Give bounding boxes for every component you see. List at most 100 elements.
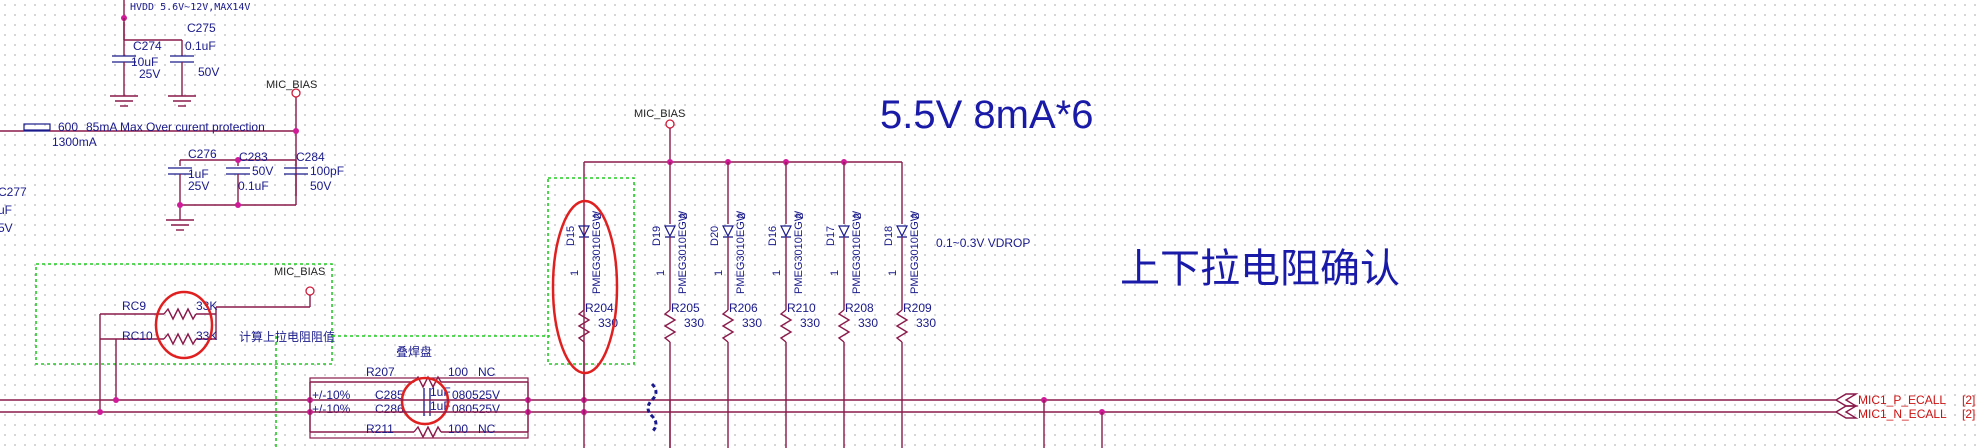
diode-part: PMEG3010EGW <box>677 210 689 294</box>
resistor-ref: R205 <box>671 301 700 315</box>
resistor-symbol <box>895 309 909 343</box>
r211-nc: NC <box>478 422 496 436</box>
diode-part: PMEG3010EGW <box>735 210 747 294</box>
r211-ref: R211 <box>366 422 394 436</box>
r207-ref: R207 <box>366 365 395 379</box>
c286-ref: C286 <box>375 402 404 416</box>
d15-highlight <box>551 199 619 375</box>
diode-ref: D19 <box>651 226 663 246</box>
net-p-page: [2] <box>1962 393 1975 407</box>
cap-bank-mid: C276 1uF 25V C283 50V 0.1uF C284 100pF 5… <box>166 147 344 231</box>
diode-pin-anode: 2 <box>852 213 864 219</box>
diode-symbol <box>664 225 676 238</box>
c274-volt: 25V <box>139 67 160 81</box>
c275-volt: 50V <box>198 65 219 79</box>
net-n-page: [2] <box>1962 407 1975 421</box>
cap-c274: C274 10uF 25V <box>110 39 162 107</box>
resistor-symbol <box>837 309 851 343</box>
diode-pin-anode: 2 <box>592 213 604 219</box>
rc-highlight <box>154 290 214 360</box>
c285-ref: C285 <box>375 388 404 402</box>
resistor-ref: R208 <box>845 301 874 315</box>
diode-ref: D18 <box>883 226 895 246</box>
c285-pkg: 080525V <box>452 388 500 402</box>
resistor-value: 330 <box>858 316 878 330</box>
cap-c275: C275 0.1uF 50V <box>168 21 219 107</box>
rc9-ref: RC9 <box>122 299 146 313</box>
c275-ref: C275 <box>187 21 216 35</box>
resistor-value: 330 <box>800 316 820 330</box>
resistor-symbol <box>663 309 677 343</box>
diode-symbol <box>578 225 590 238</box>
diode-resistor-bank: D15 2 1 PMEG3010EGW R204 330 D19 2 1 PMEG3010EGW R… <box>565 162 936 448</box>
rc-network: MIC_BIAS RC9 33K RC10 33K 计算上拉电阻阻值 <box>99 266 335 412</box>
c276-volt: 25V <box>188 179 209 193</box>
resistor-value: 330 <box>916 316 936 330</box>
diode-part: PMEG3010EGW <box>909 210 921 294</box>
pullup-note: 上下拉电阻确认 <box>1120 246 1400 292</box>
vdrop-note: 0.1~0.3V VDROP <box>936 236 1030 250</box>
resistor-ref: R209 <box>903 301 932 315</box>
diode-symbol <box>896 225 908 238</box>
resistor-ref: R206 <box>729 301 758 315</box>
c277-value: uF <box>0 203 12 217</box>
c277-volt: 5V <box>0 221 13 235</box>
diode-symbol <box>780 225 792 238</box>
diode-pin-cathode: 1 <box>887 270 899 276</box>
diode-symbol <box>838 225 850 238</box>
rc10-value: 33K <box>196 329 217 343</box>
diode-pin-cathode: 1 <box>829 270 841 276</box>
ferrite-rating: 1300mA <box>52 135 97 149</box>
net-label-n: MIC1_N_ECALL [2] <box>1835 405 1975 421</box>
c284-value: 100pF <box>310 164 344 178</box>
diode-ref: D20 <box>709 226 721 246</box>
calc-note: 计算上拉电阻阻值 <box>239 329 335 344</box>
hvdd-label: HVDD 5.6V~12V,MAX14V <box>130 2 250 13</box>
rc10-ref: RC10 <box>122 329 153 343</box>
c275-value: 0.1uF <box>185 39 216 53</box>
c277-ref: C277 <box>0 185 27 199</box>
net-n-name: MIC1_N_ECALL <box>1858 407 1947 421</box>
diode-ref: D15 <box>565 226 577 246</box>
r207-nc: NC <box>478 365 496 379</box>
c283-ref: C283 <box>239 150 268 164</box>
mic-bias-port-top: MIC_BIAS <box>266 79 317 196</box>
hvdd-rail: HVDD 5.6V~12V,MAX14V <box>121 0 250 56</box>
mic-bias-label-2: MIC_BIAS <box>274 266 325 278</box>
c276-value: 1uF <box>188 167 209 181</box>
cap-c277: C277 uF 5V <box>0 185 27 235</box>
diode-pin-cathode: 1 <box>771 270 783 276</box>
diode-pin-cathode: 1 <box>713 270 725 276</box>
calc-box <box>35 263 333 365</box>
diode-part: PMEG3010EGW <box>591 210 603 294</box>
resistor-symbol <box>721 309 735 343</box>
ferrite-bead: 600 85mA Max Over curent protection 1300… <box>0 120 296 149</box>
diode-pin-anode: 2 <box>678 213 690 219</box>
diode-part: PMEG3010EGW <box>793 210 805 294</box>
cap-highlight <box>400 376 450 426</box>
c286-pkg: 080525V <box>452 402 500 416</box>
c283-volt: 0.1uF <box>238 179 269 193</box>
diode-pin-anode: 2 <box>910 213 922 219</box>
c284-volt: 50V <box>310 179 331 193</box>
resistor-symbol <box>577 309 591 343</box>
diode-ref: D16 <box>767 226 779 246</box>
mic-bias-label-3: MIC_BIAS <box>634 108 685 120</box>
r211-value: 100 <box>448 422 468 436</box>
resistor-ref: R204 <box>585 301 614 315</box>
net-label-p: MIC1_P_ECALL [2] <box>1835 393 1975 407</box>
diode-pin-anode: 2 <box>794 213 806 219</box>
c276-ref: C276 <box>188 147 217 161</box>
diode-ref: D17 <box>825 226 837 246</box>
diode-pin-cathode: 1 <box>569 270 581 276</box>
c285-tol: +/-10% <box>312 388 351 402</box>
c283-value: 50V <box>252 164 273 178</box>
c286-tol: +/-10% <box>312 402 351 416</box>
